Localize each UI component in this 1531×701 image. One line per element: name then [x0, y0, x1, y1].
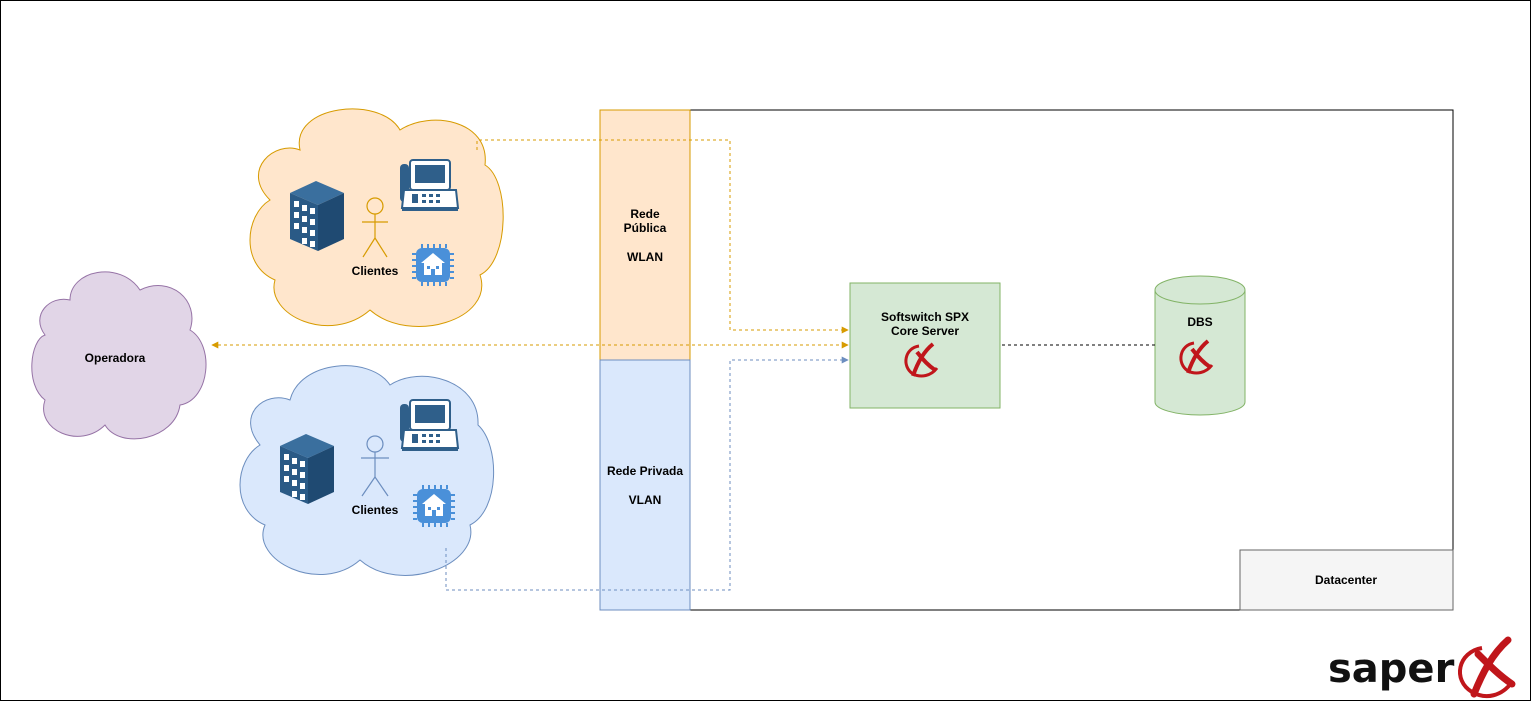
- softswitch-box: [849, 282, 1001, 409]
- smart-home-chip-icon: [412, 484, 456, 528]
- datacenter-label: Datacenter: [1315, 573, 1377, 587]
- public-clients-link: [476, 139, 849, 334]
- ip-phone-icon: [399, 159, 459, 211]
- rede-publica-label-1: Rede: [630, 207, 660, 221]
- saperx-x-icon: [1458, 636, 1516, 699]
- smart-home-chip-icon: [411, 243, 455, 287]
- softswitch-label-2: Core Server: [891, 324, 959, 338]
- building-icon: [280, 434, 334, 504]
- ip-phone-icon: [399, 399, 459, 451]
- private-clients-link: [445, 356, 849, 591]
- person-icon: [362, 197, 388, 258]
- rede-privada-box: [599, 359, 691, 611]
- vlan-label: VLAN: [629, 493, 662, 507]
- rede-publica-label-2: Pública: [624, 221, 667, 235]
- rede-publica-box: [599, 109, 691, 361]
- datacenter-label-box: [1239, 549, 1454, 611]
- wlan-label: WLAN: [627, 250, 663, 264]
- saperx-logo: saper: [1328, 636, 1516, 699]
- dbs-label: DBS: [1187, 315, 1212, 329]
- operadora-label: Operadora: [85, 351, 146, 365]
- clientes-bottom-label: Clientes: [352, 503, 399, 517]
- dbs-database: [1154, 275, 1246, 416]
- building-icon: [290, 181, 344, 251]
- saperx-logo-text: saper: [1328, 646, 1455, 692]
- clientes-top-label: Clientes: [352, 264, 399, 278]
- operadora-cloud: [31, 271, 207, 440]
- rede-privada-label: Rede Privada: [607, 464, 683, 478]
- softswitch-label-1: Softswitch SPX: [881, 310, 969, 324]
- person-icon: [361, 435, 389, 497]
